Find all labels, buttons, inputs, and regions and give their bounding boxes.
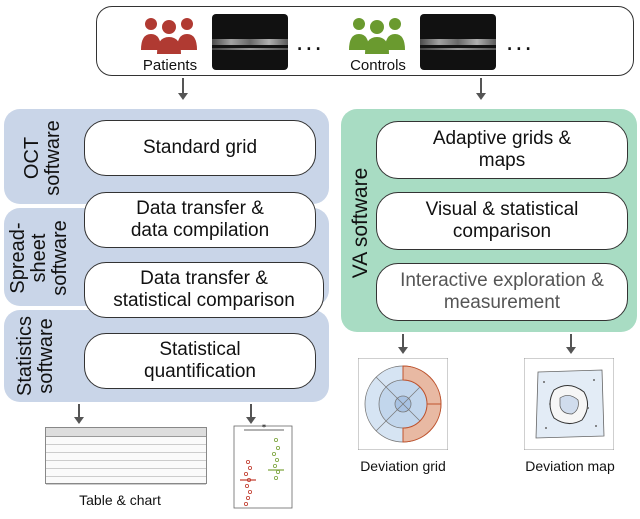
patient-oct-scan-image	[212, 14, 288, 70]
arrow-to-chart	[247, 404, 255, 424]
input-group-box	[96, 6, 634, 76]
va-software-label: VA software	[348, 167, 372, 279]
standard-grid-box: Standard grid	[84, 120, 316, 176]
controls-ellipsis: ...	[506, 26, 534, 56]
deviation-grid-thumbnail	[358, 358, 448, 450]
controls-label: Controls	[350, 57, 406, 74]
arrow-to-left-workflow	[179, 78, 187, 100]
results-table-thumbnail	[45, 427, 207, 485]
statistics-software-label: Statistics software	[14, 315, 57, 397]
arrow-to-table	[75, 404, 83, 424]
arrow-to-deviation-map	[567, 334, 575, 354]
strip-chart-thumbnail: *	[233, 424, 293, 509]
arrow-to-deviation-grid	[399, 334, 407, 354]
deviation-grid-caption: Deviation grid	[360, 458, 446, 474]
deviation-map-thumbnail	[524, 358, 614, 450]
arrow-to-right-workflow	[477, 78, 485, 100]
deviation-map-caption: Deviation map	[525, 458, 615, 474]
visual-comparison-box: Visual & statistical comparison	[376, 192, 628, 250]
adaptive-grids-box: Adaptive grids & maps	[376, 121, 628, 179]
control-oct-scan-image	[420, 14, 496, 70]
data-compilation-box: Data transfer & data compilation	[84, 192, 316, 248]
interactive-exploration-box: Interactive exploration & measurement	[376, 263, 628, 321]
statistical-quantification-box: Statistical quantification	[84, 333, 316, 389]
patients-ellipsis: ...	[296, 26, 324, 56]
patients-icon	[141, 18, 197, 54]
svg-text:*: *	[262, 424, 266, 432]
spreadsheet-software-label: Spread- sheet software	[6, 220, 71, 296]
table-and-chart-caption: Table & chart	[79, 492, 161, 508]
patients-label: Patients	[142, 57, 198, 74]
oct-software-label: OCT software	[21, 120, 64, 196]
statistical-comparison-box: Data transfer & statistical comparison	[84, 262, 324, 318]
controls-icon	[349, 18, 405, 54]
